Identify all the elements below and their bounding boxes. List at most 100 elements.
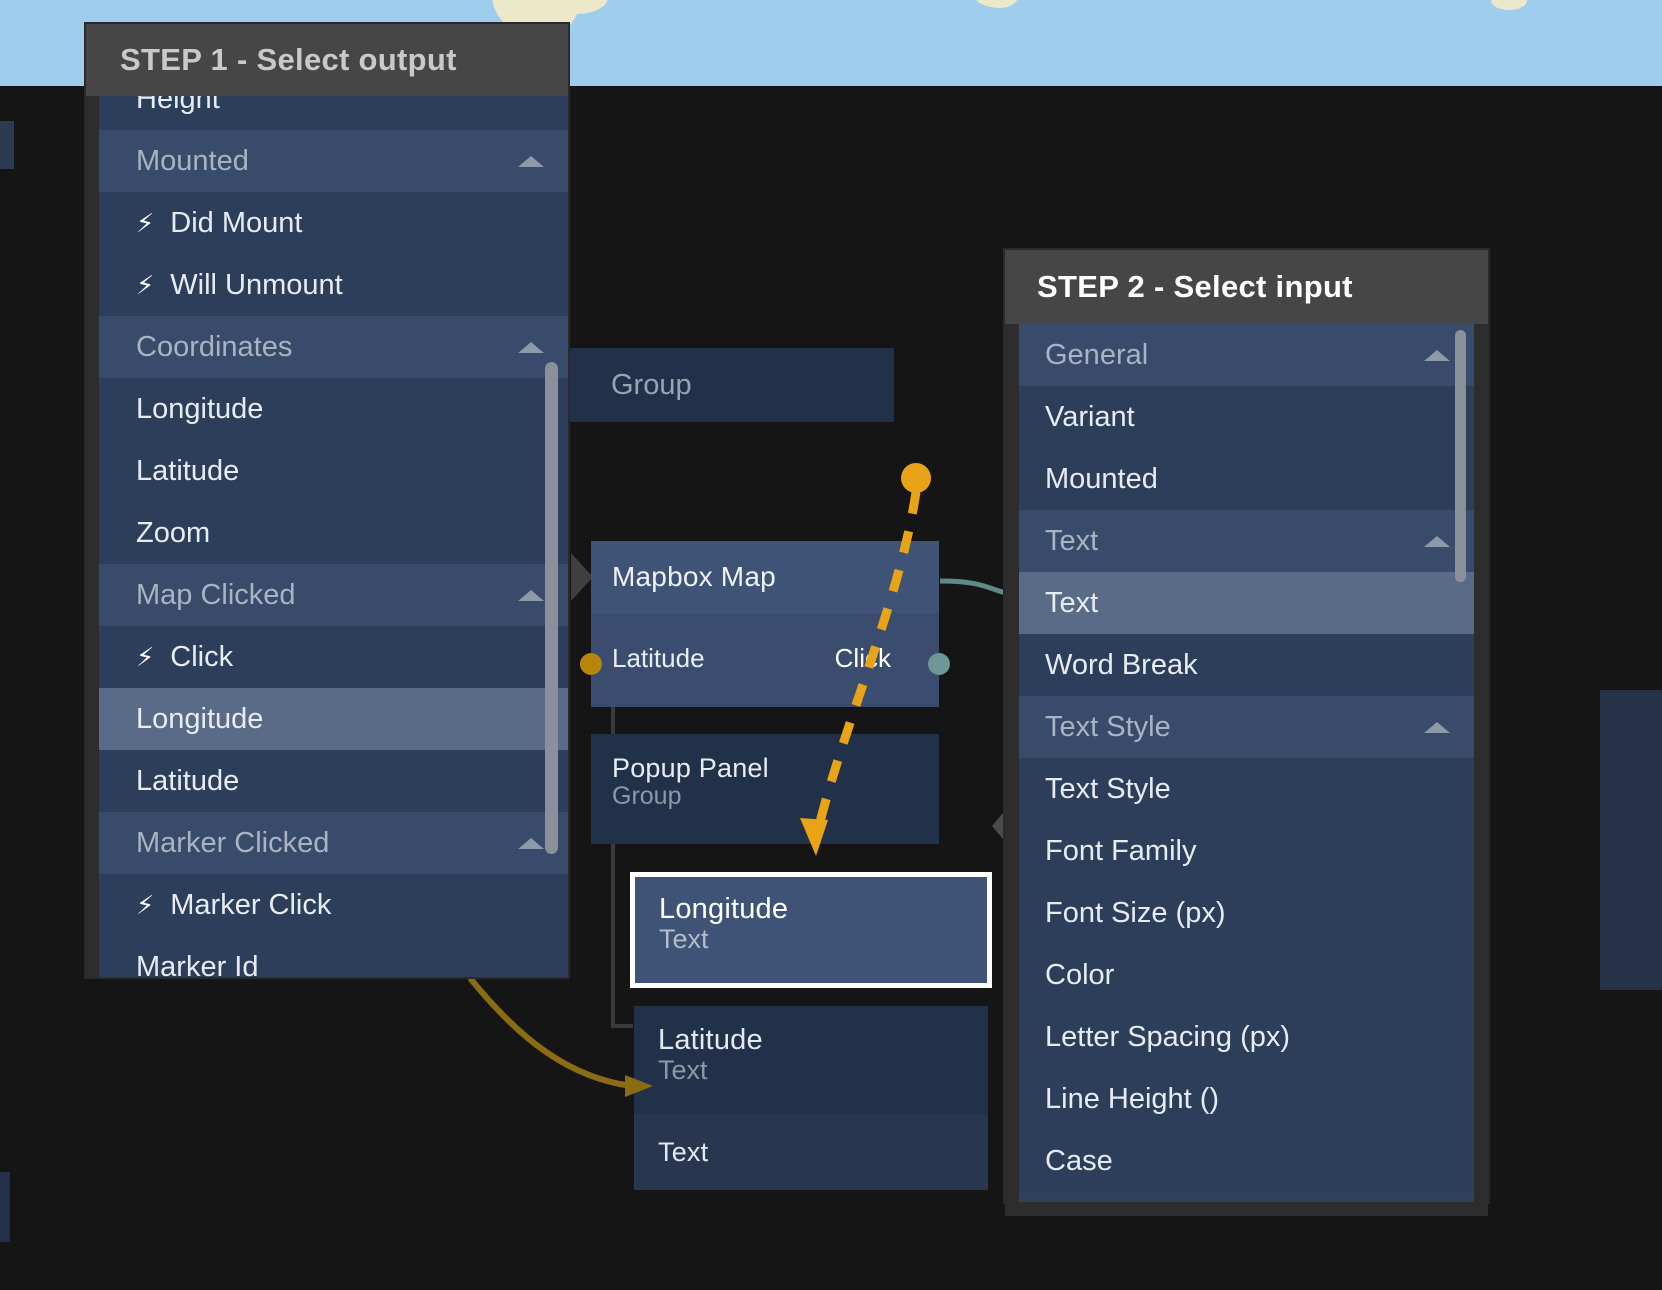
option-label: Marker Click: [170, 889, 331, 922]
bolt-icon: ⚡: [136, 892, 154, 918]
step2-select-input-panel[interactable]: STEP 2 - Select input GeneralVariantMoun…: [1005, 250, 1488, 1202]
option-label: Height: [136, 96, 220, 116]
step1-scrollbar-thumb[interactable]: [545, 362, 558, 854]
option-label: Marker Clicked: [136, 827, 329, 860]
option-label: Longitude: [136, 393, 263, 426]
option-row-font-family[interactable]: Font Family: [1019, 820, 1474, 882]
landmass-shape: [975, 0, 1021, 8]
landmass-shape: [1491, 0, 1527, 10]
chevron-up-icon[interactable]: [1424, 722, 1450, 733]
option-row-text-style[interactable]: Text Style: [1019, 758, 1474, 820]
option-row-case[interactable]: Case: [1019, 1130, 1474, 1192]
step1-select-output-panel[interactable]: STEP 1 - Select output HeightMounted ⚡ Did…: [86, 24, 568, 977]
node-title: Popup Panel: [612, 753, 939, 784]
bolt-icon: ⚡: [136, 644, 154, 670]
chevron-up-icon[interactable]: [1424, 536, 1450, 547]
node-card-group[interactable]: Group: [567, 348, 894, 422]
chevron-up-icon[interactable]: [1424, 350, 1450, 361]
step2-option-list[interactable]: GeneralVariantMountedTextTextWord BreakT…: [1005, 324, 1488, 1216]
step1-title: STEP 1 - Select output: [120, 42, 457, 78]
node-card-longitude-selected[interactable]: Longitude Text: [630, 872, 992, 988]
option-label: Mounted: [136, 145, 249, 178]
option-row-map-clicked[interactable]: Map Clicked: [99, 564, 568, 626]
option-row-variant[interactable]: Variant: [1019, 386, 1474, 448]
option-label: Latitude: [136, 765, 239, 798]
option-label: Variant: [1045, 401, 1135, 434]
option-label: Will Unmount: [170, 269, 342, 302]
option-label: Color: [1045, 959, 1114, 992]
option-row-color[interactable]: Color: [1019, 944, 1474, 1006]
option-row-did-mount[interactable]: ⚡ Did Mount: [99, 192, 568, 254]
node-input-caret-icon: [571, 553, 593, 601]
node-card-text[interactable]: Text: [634, 1114, 988, 1190]
node-subtitle: Group: [611, 369, 692, 402]
option-label: Latitude: [136, 455, 239, 488]
input-port-dot[interactable]: [580, 653, 602, 675]
option-row-height[interactable]: Height: [99, 96, 568, 130]
option-row-line-height[interactable]: Line Height (): [1019, 1068, 1474, 1130]
option-label: Text: [1045, 587, 1098, 620]
option-row-latitude[interactable]: Latitude: [99, 750, 568, 812]
option-label: Font Size (px): [1045, 897, 1226, 930]
option-label: Text Style: [1045, 773, 1171, 806]
option-label: Letter Spacing (px): [1045, 1021, 1290, 1054]
node-subtitle: Group: [612, 782, 939, 811]
offscreen-node-edge: [1600, 690, 1662, 990]
option-label: Zoom: [136, 517, 210, 550]
option-row-word-break[interactable]: Word Break: [1019, 634, 1474, 696]
node-card-latitude[interactable]: Latitude Text: [634, 1006, 988, 1114]
node-title: Longitude: [659, 893, 987, 926]
option-row-general[interactable]: General: [1019, 324, 1474, 386]
option-row-letter-spacing-px[interactable]: Letter Spacing (px): [1019, 1006, 1474, 1068]
node-subtitle: Text: [659, 924, 987, 955]
option-row-marker-click[interactable]: ⚡ Marker Click: [99, 874, 568, 936]
chevron-up-icon[interactable]: [518, 156, 544, 167]
option-row-text[interactable]: Text: [1019, 510, 1474, 572]
option-label: Word Break: [1045, 649, 1198, 682]
option-row-click[interactable]: ⚡ Click: [99, 626, 568, 688]
option-row-zoom[interactable]: Zoom: [99, 502, 568, 564]
option-label: Marker Id: [136, 951, 258, 978]
chevron-up-icon[interactable]: [518, 838, 544, 849]
option-row-font-size-px[interactable]: Font Size (px): [1019, 882, 1474, 944]
option-row-marker-clicked[interactable]: Marker Clicked: [99, 812, 568, 874]
option-row-coordinates[interactable]: Coordinates: [99, 316, 568, 378]
option-row-mounted[interactable]: Mounted: [1019, 448, 1474, 510]
input-port-label: Latitude: [612, 643, 705, 674]
option-label: Mounted: [1045, 463, 1158, 496]
node-card-mapbox-map[interactable]: Mapbox Map: [591, 541, 939, 613]
option-row-text-style[interactable]: Text Style: [1019, 696, 1474, 758]
node-port-row[interactable]: Latitude Click: [591, 613, 939, 707]
offscreen-panel-edge: [0, 1172, 10, 1242]
option-row-mounted[interactable]: Mounted: [99, 130, 568, 192]
output-port-dot[interactable]: [928, 653, 950, 675]
option-row-text[interactable]: Text: [1019, 572, 1474, 634]
node-subtitle: Text: [658, 1055, 988, 1086]
option-label: Map Clicked: [136, 579, 296, 612]
chevron-up-icon[interactable]: [518, 590, 544, 601]
bolt-icon: ⚡: [136, 272, 154, 298]
option-label: Longitude: [136, 703, 263, 736]
option-label: Font Family: [1045, 835, 1196, 868]
option-label: Case: [1045, 1145, 1113, 1178]
option-row-latitude[interactable]: Latitude: [99, 440, 568, 502]
option-row-longitude[interactable]: Longitude: [99, 688, 568, 750]
option-label: Did Mount: [170, 207, 302, 240]
node-card-popup-panel[interactable]: Popup Panel Group: [591, 734, 939, 844]
option-label: Text Style: [1045, 711, 1171, 744]
option-row-marker-id[interactable]: Marker Id: [99, 936, 568, 977]
step2-scrollbar-thumb[interactable]: [1455, 330, 1466, 582]
step1-option-list[interactable]: HeightMounted ⚡ Did Mount ⚡ Will UnmountCoor…: [86, 96, 568, 977]
option-label: Line Height (): [1045, 1083, 1219, 1116]
option-label: Click: [170, 641, 233, 674]
option-label: General: [1045, 339, 1148, 372]
output-port-label: Click: [835, 643, 891, 674]
option-label: Text: [1045, 525, 1098, 558]
option-row-will-unmount[interactable]: ⚡ Will Unmount: [99, 254, 568, 316]
option-row-longitude[interactable]: Longitude: [99, 378, 568, 440]
chevron-up-icon[interactable]: [518, 342, 544, 353]
bolt-icon: ⚡: [136, 210, 154, 236]
tree-guide-line: [611, 1024, 633, 1028]
step2-title: STEP 2 - Select input: [1037, 269, 1353, 305]
node-title: Text: [658, 1137, 708, 1168]
